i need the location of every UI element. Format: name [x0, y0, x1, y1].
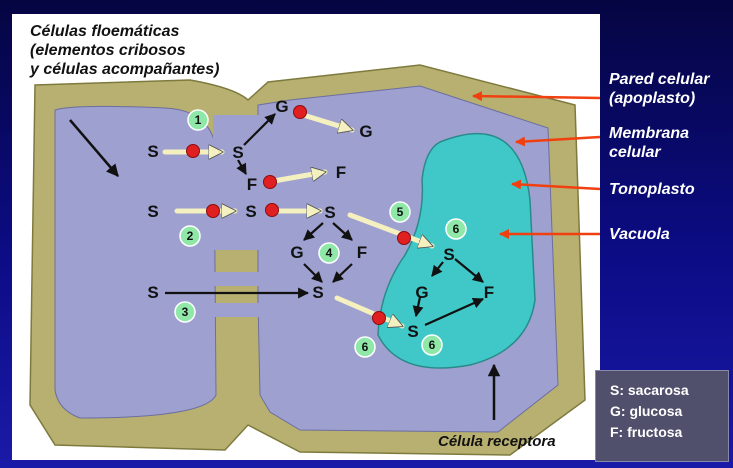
wall-label-line: Pared celular: [609, 70, 710, 89]
fructose-label: F: [357, 243, 367, 262]
membrane-label-line: Membrana: [609, 124, 689, 143]
phloem-label-line: y células acompañantes): [30, 60, 219, 79]
step-number: 2: [187, 229, 194, 243]
step-number: 5: [397, 205, 404, 219]
glucose-label: G: [290, 243, 303, 262]
transporter: [294, 106, 307, 119]
transporter: [373, 312, 386, 325]
step-number: 4: [326, 246, 333, 260]
legend-item-glucose: G: glucosa: [610, 401, 728, 422]
sucrose-label: S: [147, 283, 158, 302]
glucose-label: G: [415, 283, 428, 302]
cell-wall-label: Pared celular (apoplasto): [609, 70, 710, 108]
transporter: [264, 176, 277, 189]
legend-item-sucrose: S: sacarosa: [610, 380, 728, 401]
legend-item-fructose: F: fructosa: [610, 422, 728, 443]
sucrose-label: S: [443, 245, 454, 264]
sucrose-label: S: [147, 202, 158, 221]
membrane-label: Membrana celular: [609, 124, 689, 162]
vacuole-label: Vacuola: [609, 225, 670, 244]
transporter: [207, 205, 220, 218]
transporter: [398, 232, 411, 245]
phloem-cells-label: Células floemáticas (elementos cribosos …: [30, 22, 219, 79]
step-number: 1: [195, 113, 202, 127]
phloem-label-line: (elementos cribosos: [30, 41, 219, 60]
glucose-label: G: [275, 97, 288, 116]
glucose-label: G: [359, 122, 372, 141]
phloem-label-line: Células floemáticas: [30, 22, 219, 41]
sucrose-label: S: [147, 142, 158, 161]
wall-label-line: (apoplasto): [609, 89, 710, 108]
step-number: 6: [362, 340, 369, 354]
fructose-label: F: [484, 283, 494, 302]
sucrose-label: S: [312, 283, 323, 302]
step-number: 3: [182, 305, 189, 319]
membrane-label-line: celular: [609, 143, 689, 162]
step-number: 6: [453, 222, 460, 236]
legend-box: S: sacarosa G: glucosa F: fructosa: [595, 370, 729, 462]
receptor-cell-label: Célula receptora: [438, 432, 556, 451]
fructose-label: F: [336, 163, 346, 182]
tonoplast-label: Tonoplasto: [609, 180, 695, 199]
sucrose-label: S: [324, 203, 335, 222]
sucrose-label: S: [407, 322, 418, 341]
transporter: [266, 204, 279, 217]
sucrose-label: S: [245, 202, 256, 221]
fructose-label: F: [247, 175, 257, 194]
transporter: [187, 145, 200, 158]
step-number: 6: [429, 338, 436, 352]
sucrose-label: S: [232, 143, 243, 162]
